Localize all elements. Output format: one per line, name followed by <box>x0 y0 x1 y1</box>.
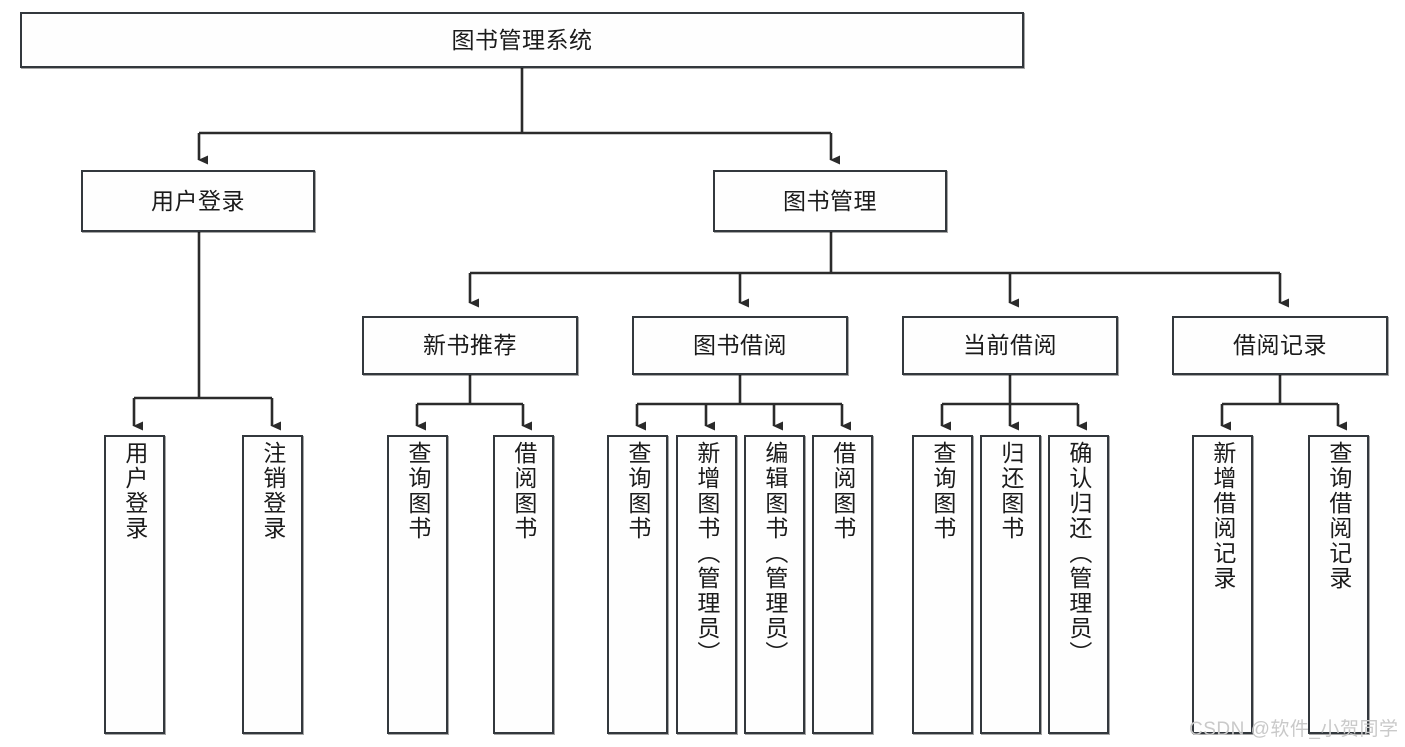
csdn-watermark: CSDN @软件_小贺同学 <box>1189 719 1399 740</box>
node-label: 归还图书 <box>997 441 1024 541</box>
node-label: 新书推荐 <box>423 332 517 359</box>
leaf-edit-book[interactable]: 编辑图书（管理员） <box>744 435 805 734</box>
node-label: 借阅图书 <box>829 441 856 541</box>
node-label: 编辑图书（管理员） <box>761 441 788 666</box>
leaf-add-book[interactable]: 新增图书（管理员） <box>676 435 737 734</box>
leaf-borrow-book-1[interactable]: 借阅图书 <box>493 435 554 734</box>
node-label: 借阅记录 <box>1233 332 1327 359</box>
node-label: 查询图书 <box>929 441 956 541</box>
node-label: 当前借阅 <box>963 332 1057 359</box>
leaf-query-record[interactable]: 查询借阅记录 <box>1308 435 1369 734</box>
leaf-query-book-3[interactable]: 查询图书 <box>912 435 973 734</box>
node-borrow-record[interactable]: 借阅记录 <box>1172 316 1388 375</box>
node-label: 查询借阅记录 <box>1325 441 1352 591</box>
leaf-return-book[interactable]: 归还图书 <box>980 435 1041 734</box>
node-label: 查询图书 <box>404 441 431 541</box>
node-new-book-recommend[interactable]: 新书推荐 <box>362 316 578 375</box>
leaf-borrow-book-2[interactable]: 借阅图书 <box>812 435 873 734</box>
node-book-management[interactable]: 图书管理 <box>713 170 947 232</box>
node-label: 注销登录 <box>259 441 286 541</box>
node-root-system[interactable]: 图书管理系统 <box>20 12 1024 68</box>
node-label: 确认归还（管理员） <box>1065 441 1092 666</box>
node-label: 图书借阅 <box>693 332 787 359</box>
node-book-borrow[interactable]: 图书借阅 <box>632 316 848 375</box>
node-label: 图书管理系统 <box>451 26 593 53</box>
node-label: 图书管理 <box>783 187 877 214</box>
node-label: 用户登录 <box>121 441 148 541</box>
leaf-query-book-1[interactable]: 查询图书 <box>387 435 448 734</box>
node-label: 用户登录 <box>151 187 245 214</box>
node-label: 借阅图书 <box>510 441 537 541</box>
node-user-login[interactable]: 用户登录 <box>81 170 315 232</box>
leaf-add-record[interactable]: 新增借阅记录 <box>1192 435 1253 734</box>
leaf-logout[interactable]: 注销登录 <box>242 435 303 734</box>
node-label: 新增图书（管理员） <box>693 441 720 666</box>
leaf-query-book-2[interactable]: 查询图书 <box>607 435 668 734</box>
leaf-confirm-return[interactable]: 确认归还（管理员） <box>1048 435 1109 734</box>
node-label: 查询图书 <box>624 441 651 541</box>
node-current-borrow[interactable]: 当前借阅 <box>902 316 1118 375</box>
leaf-user-login[interactable]: 用户登录 <box>104 435 165 734</box>
node-label: 新增借阅记录 <box>1209 441 1236 591</box>
